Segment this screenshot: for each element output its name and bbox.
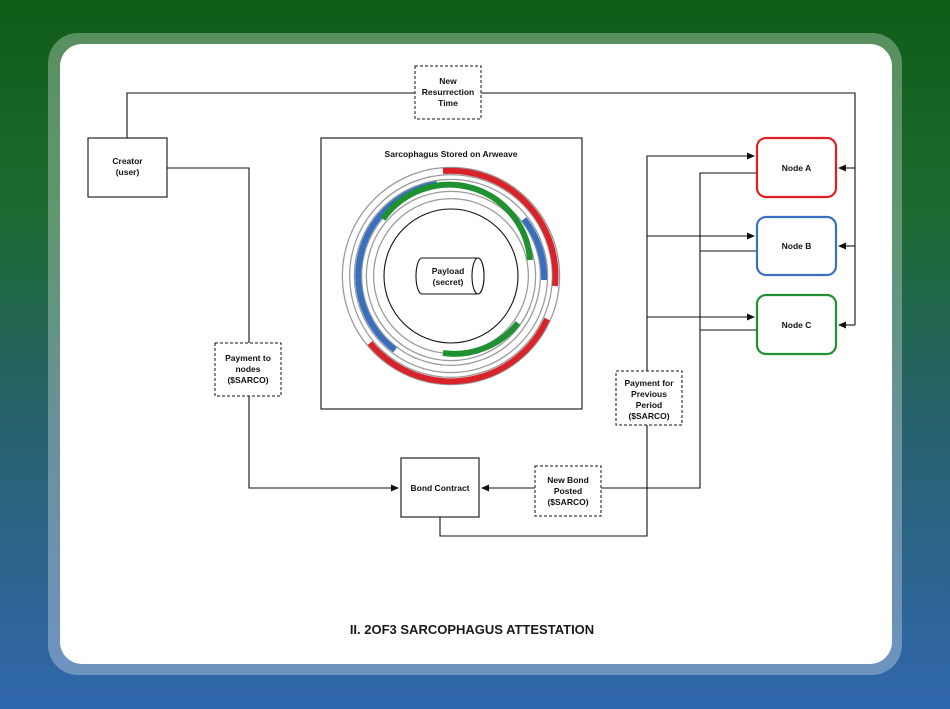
payment-previous-box: Payment for Previous Period ($SARCO) — [615, 370, 683, 426]
creator-sublabel: (user) — [116, 167, 140, 177]
node-c-label: Node C — [782, 320, 812, 330]
node-a-label: Node A — [782, 163, 811, 173]
creator-box: Creator (user) — [87, 137, 168, 198]
payment-to-nodes-line3: ($SARCO) — [227, 375, 268, 385]
payment-to-nodes-line1: Payment to — [225, 353, 271, 363]
bond-contract-label: Bond Contract — [410, 483, 469, 493]
resurrection-time-line — [126, 92, 856, 325]
diagram-title: II. 2OF3 SARCOPHAGUS ATTESTATION — [350, 622, 594, 637]
payload-label: Payload — [432, 266, 465, 276]
sarcophagus-label: Sarcophagus Stored on Arweave — [385, 149, 518, 159]
node-b-box: Node B — [755, 215, 838, 277]
new-bond-line2: Posted — [554, 486, 582, 496]
encryption-rings — [341, 166, 561, 386]
payment-previous-line2: Previous — [631, 389, 667, 399]
payload-sublabel: (secret) — [433, 277, 464, 287]
payment-to-nodes-box: Payment to nodes ($SARCO) — [214, 342, 282, 397]
new-bond-posted-box: New Bond Posted ($SARCO) — [534, 465, 602, 517]
new-resurrection-line3: Time — [438, 98, 458, 108]
bond-contract-box: Bond Contract — [400, 457, 480, 518]
payment-to-nodes-line2: nodes — [235, 364, 260, 374]
new-resurrection-time-box: New Resurrection Time — [414, 65, 482, 120]
new-resurrection-line1: New — [439, 76, 457, 86]
new-bond-line3: ($SARCO) — [547, 497, 588, 507]
payload-cylinder: Payload (secret) — [415, 257, 485, 295]
payment-previous-line — [439, 152, 755, 537]
payment-previous-line4: ($SARCO) — [628, 411, 669, 421]
node-b-label: Node B — [782, 241, 812, 251]
node-c-box: Node C — [755, 293, 838, 356]
sarcophagus-box: Sarcophagus Stored on Arweave Payl — [320, 137, 583, 410]
node-a-box: Node A — [755, 136, 838, 199]
payment-previous-line1: Payment for — [624, 378, 674, 388]
payment-previous-line3: Period — [636, 400, 662, 410]
new-resurrection-line2: Resurrection — [422, 87, 474, 97]
creator-label: Creator — [112, 156, 143, 166]
payment-to-nodes-line — [167, 167, 399, 492]
new-bond-line1: New Bond — [547, 475, 589, 485]
